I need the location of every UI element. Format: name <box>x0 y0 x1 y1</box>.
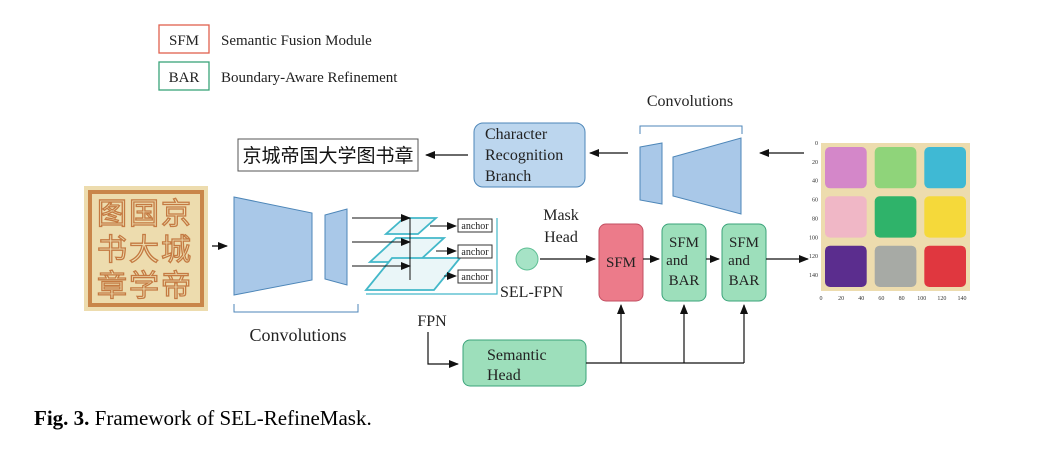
output-text: 京城帝国大学图书章 <box>242 145 413 167</box>
semantic-head-line2: Head <box>487 367 521 384</box>
sfm-bar-2-line1: SFM <box>729 235 759 251</box>
y-tick-label: 140 <box>809 273 818 279</box>
mask-head-label-line1: Mask <box>543 207 579 224</box>
caption-text: Framework of SEL-RefineMask. <box>94 406 372 430</box>
mask-output-plot: 0 20 40 60 80 100 120 140 0 20 40 60 80 100 120 140 <box>809 141 970 302</box>
mask-cell <box>874 147 917 189</box>
convolutions-label-top: Convolutions <box>647 93 733 110</box>
legend: SFM Semantic Fusion Module BAR Boundary-… <box>158 24 398 91</box>
seal-char: 学 <box>129 269 159 304</box>
output-text-box <box>237 138 419 172</box>
anchor-box-1 <box>457 218 493 233</box>
anchor-label-3: anchor <box>461 272 489 283</box>
x-tick-label: 20 <box>838 296 844 302</box>
seal-char: 国 <box>129 197 159 232</box>
x-tick-label: 120 <box>937 296 946 302</box>
sfm-block-label: SFM <box>606 255 636 271</box>
char-recog-line1: Character <box>485 126 548 143</box>
seal-char: 图 <box>97 197 127 232</box>
x-tick-label: 60 <box>878 296 884 302</box>
convolutions-bracket-top <box>639 125 743 134</box>
sfm-bar-2-line3: BAR <box>729 273 760 289</box>
arrow-fpn-to-semantic <box>427 332 459 368</box>
seal-char: 大 <box>129 233 159 268</box>
sfm-bar-1-line1: SFM <box>669 235 699 251</box>
fpn-planes <box>364 217 462 291</box>
seal-image: 京城帝 国大学 图书章 <box>84 186 208 311</box>
legend-bar-desc: Boundary-Aware Refinement <box>221 70 398 86</box>
anchor-label-1: anchor <box>461 221 489 232</box>
anchor-box-2 <box>457 244 493 259</box>
seal-char: 书 <box>97 233 127 268</box>
char-conv-large <box>672 137 742 215</box>
sel-fpn-bracket <box>366 218 498 295</box>
char-recog-line3: Branch <box>485 168 531 185</box>
y-tick-label: 20 <box>812 160 818 166</box>
mask-cell <box>825 245 867 287</box>
y-tick-label: 80 <box>812 216 818 222</box>
char-recog-line2: Recognition <box>485 147 563 164</box>
seal-char: 帝 <box>161 269 191 304</box>
sfm-bar-1-line3: BAR <box>669 273 700 289</box>
legend-sfm-abbr: SFM <box>169 33 199 49</box>
legend-bar-box <box>158 61 210 91</box>
x-tick-label: 140 <box>958 296 967 302</box>
mask-cell <box>874 245 917 287</box>
mask-cell <box>874 196 917 238</box>
sel-fpn-label: SEL-FPN <box>500 284 564 301</box>
fpn-label: FPN <box>417 313 447 330</box>
sfm-bar-2-line2: and <box>728 253 750 269</box>
backbone-small <box>324 208 348 286</box>
semantic-head-line1: Semantic <box>487 347 547 364</box>
legend-sfm-box <box>158 24 210 54</box>
sfm-bar-block-2 <box>721 223 767 302</box>
y-tick-label: 120 <box>809 254 818 260</box>
y-tick-label: 60 <box>812 198 818 204</box>
figure-caption: Fig. 3. Framework of SEL-RefineMask. <box>34 406 372 431</box>
sfm-bar-1-line2: and <box>666 253 688 269</box>
mask-head-node <box>515 247 539 271</box>
char-recognition-branch <box>473 122 586 188</box>
sfm-bar-block-1 <box>661 223 707 302</box>
mask-cell <box>825 147 867 189</box>
char-conv-small <box>639 142 663 205</box>
y-tick-label: 0 <box>815 141 818 147</box>
x-tick-label: 0 <box>820 296 823 302</box>
y-tick-label: 40 <box>812 179 818 185</box>
caption-fig-number: Fig. 3. <box>34 406 90 430</box>
seal-char: 城 <box>161 233 191 268</box>
sfm-block <box>598 223 644 302</box>
x-tick-label: 40 <box>858 296 864 302</box>
convolutions-bracket-bottom <box>233 304 359 313</box>
mask-cell <box>924 245 966 287</box>
anchor-label-2: anchor <box>461 247 489 258</box>
anchor-box-3 <box>457 269 493 284</box>
convolutions-label-bottom: Convolutions <box>249 325 346 345</box>
seal-char: 京 <box>161 197 191 232</box>
mask-cell <box>924 196 966 238</box>
mask-head-label-line2: Head <box>544 229 578 246</box>
seal-char: 章 <box>97 269 127 304</box>
backbone-encoder <box>233 196 313 296</box>
y-tick-label: 100 <box>809 235 818 241</box>
mask-cell <box>924 147 966 189</box>
x-tick-label: 80 <box>899 296 905 302</box>
mask-cell <box>825 196 867 238</box>
x-tick-label: 100 <box>917 296 926 302</box>
legend-bar-abbr: BAR <box>169 70 200 86</box>
legend-sfm-desc: Semantic Fusion Module <box>221 33 372 49</box>
